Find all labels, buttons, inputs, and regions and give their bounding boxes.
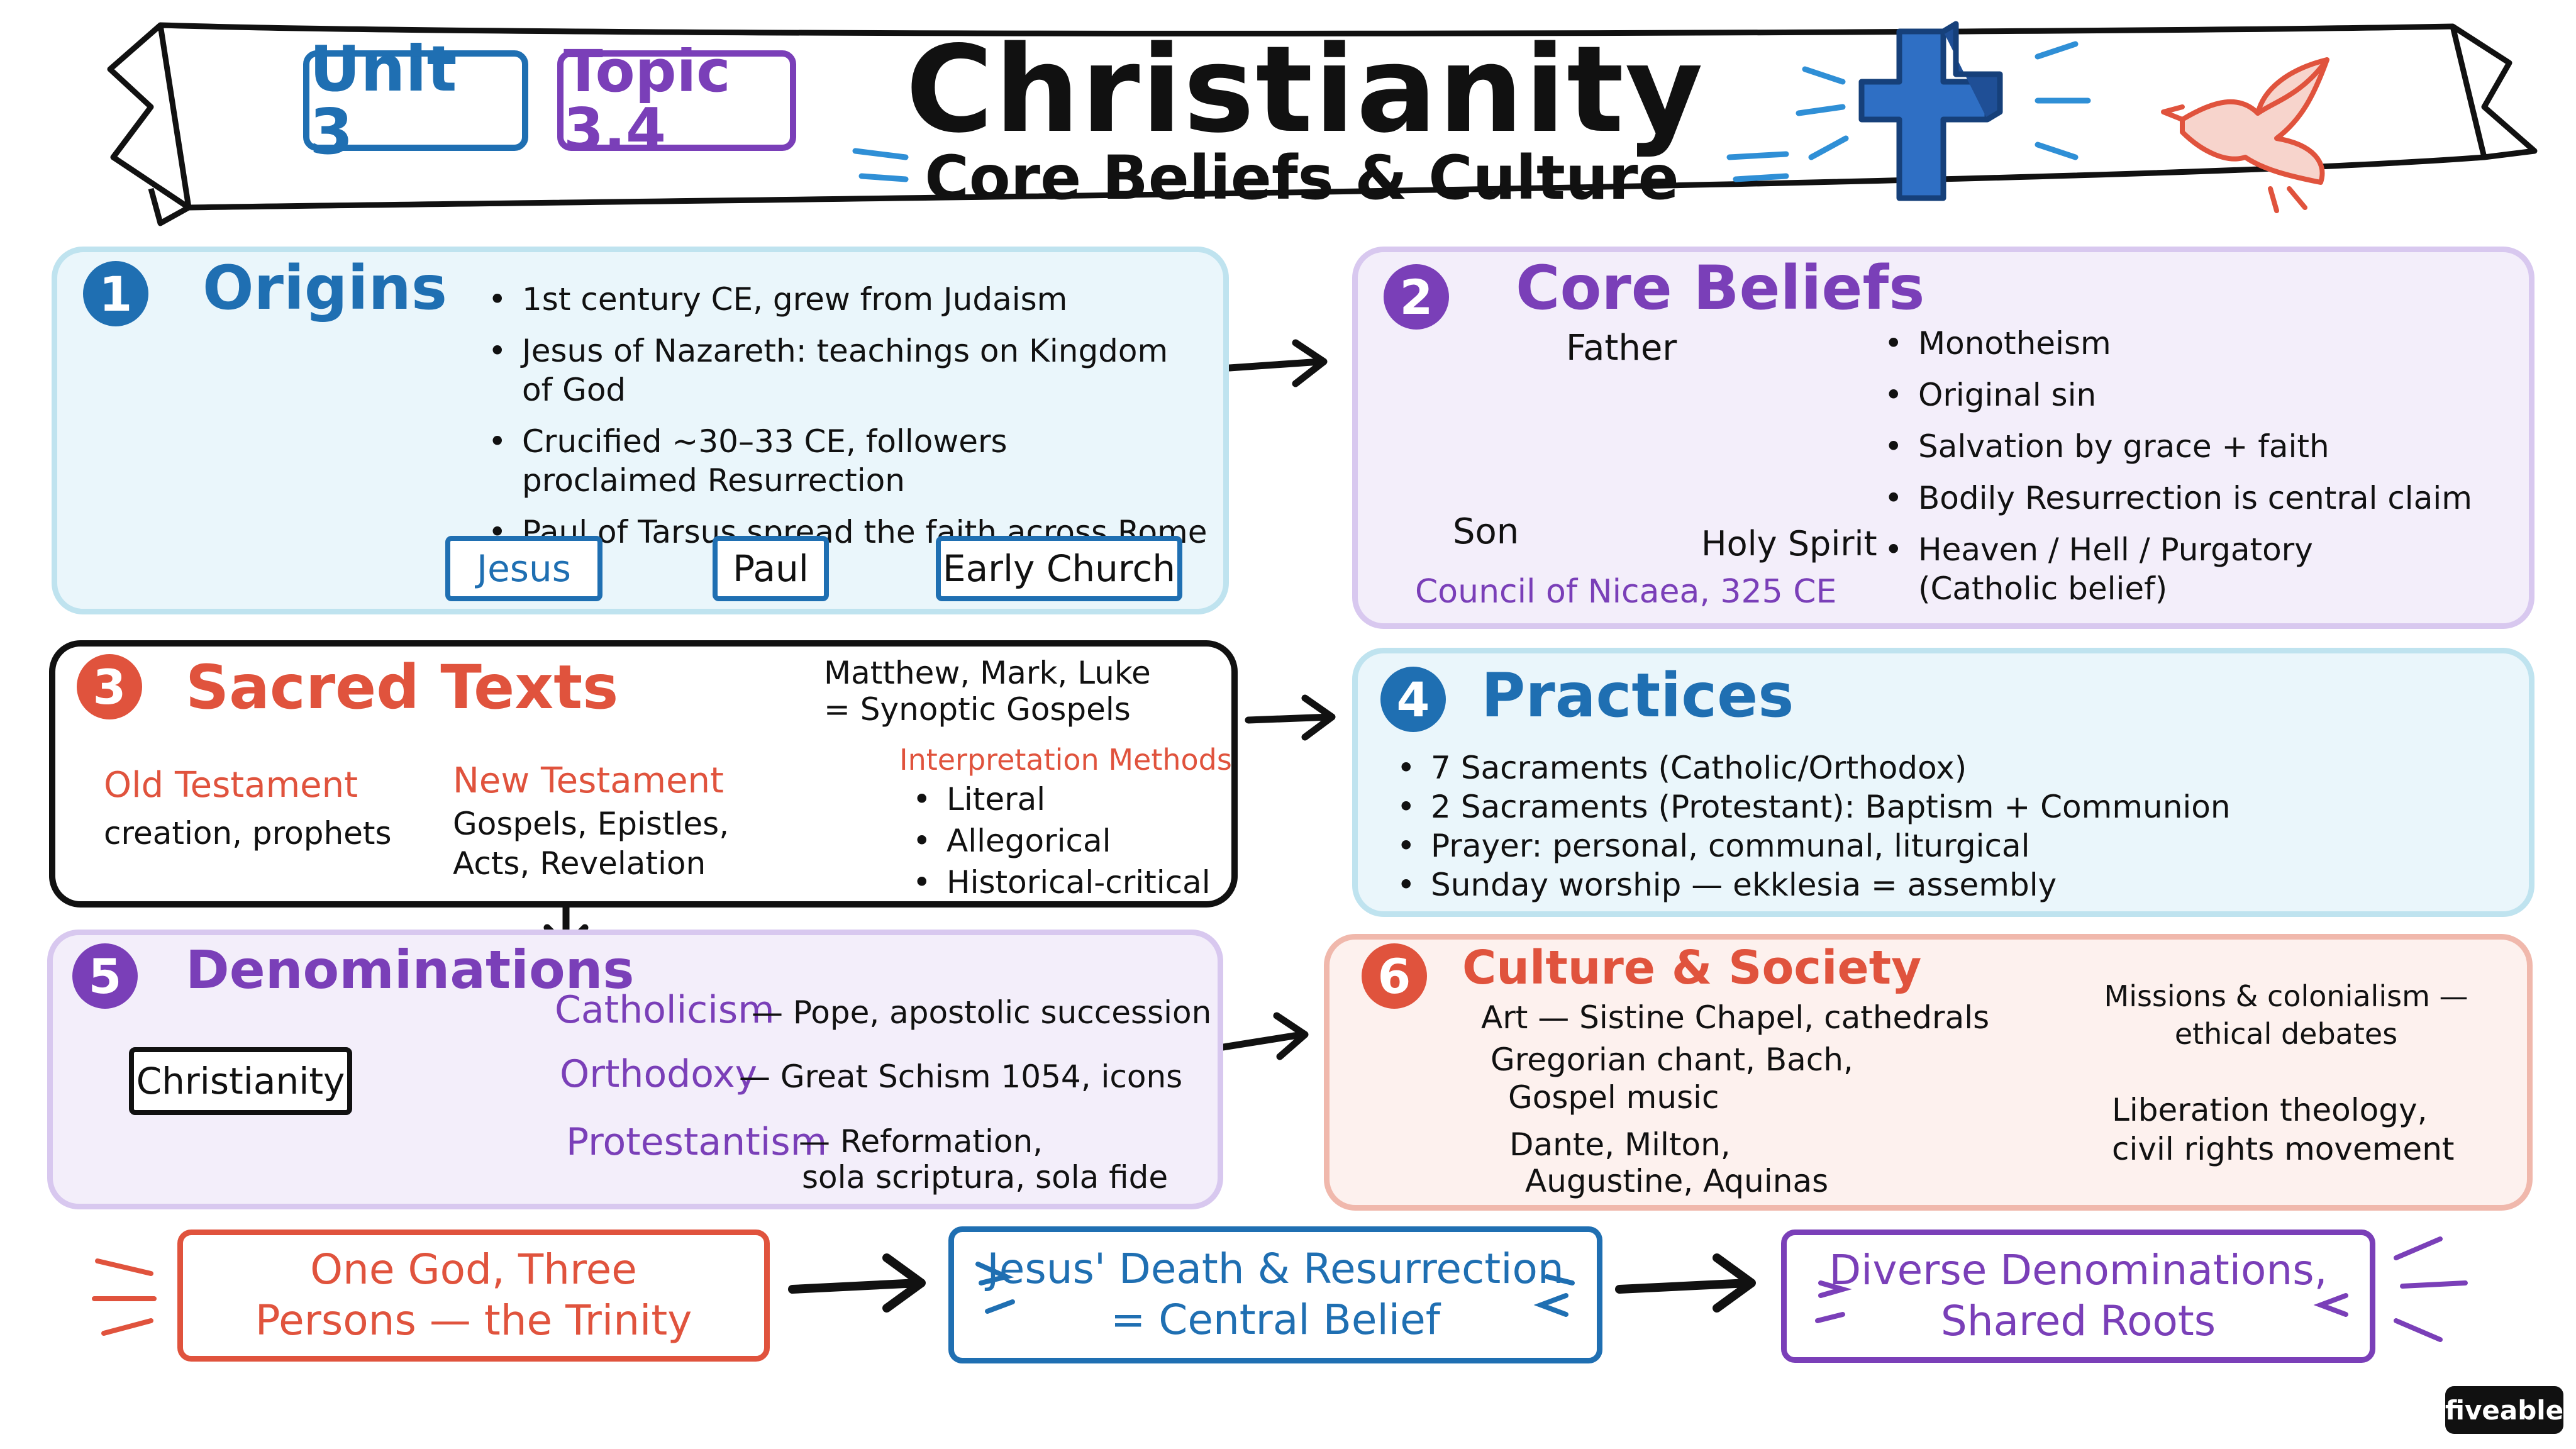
bottom-accent-lines bbox=[92, 1236, 2468, 1342]
dove-icon bbox=[2161, 57, 2329, 213]
interpretation-methods-list: Literal Allegorical Historical-critical bbox=[909, 780, 1236, 904]
synoptic-gospels-line-1: Matthew, Mark, Luke bbox=[824, 655, 1151, 691]
trinity-summary-box: One God, Three Persons — the Trinity bbox=[177, 1230, 770, 1362]
core-beliefs-number-badge: 2 bbox=[1384, 264, 1449, 330]
denominations-summary-line-1: Diverse Denominations, bbox=[1829, 1246, 2328, 1295]
unit-label: Unit 3 bbox=[309, 32, 457, 169]
council-of-nicaea-label: Council of Nicaea, 325 CE bbox=[1415, 573, 1837, 611]
culture-literature-2: Augustine, Aquinas bbox=[1525, 1163, 1829, 1199]
interpretation-method: Literal bbox=[909, 780, 1236, 819]
interpretation-method: Allegorical bbox=[909, 821, 1236, 860]
old-testament-label: Old Testament bbox=[104, 765, 358, 806]
denominations-summary-box: Diverse Denominations, Shared Roots bbox=[1781, 1230, 2375, 1363]
branch-catholicism-desc: — Pope, apostolic succession bbox=[752, 994, 1212, 1031]
resurrection-summary-box: Jesus' Death & Resurrection = Central Be… bbox=[948, 1226, 1602, 1363]
new-testament-label: New Testament bbox=[453, 760, 724, 801]
flow-early-church-label: Early Church bbox=[942, 547, 1176, 590]
cross-burst-lines bbox=[852, 41, 2091, 182]
denominations-summary-line-2: Shared Roots bbox=[1940, 1297, 2216, 1345]
core-belief-bullet: Salvation by grace + faith bbox=[1880, 427, 2509, 466]
new-testament-desc-2: Acts, Revelation bbox=[453, 845, 706, 882]
new-testament-desc-1: Gospels, Epistles, bbox=[453, 806, 730, 842]
culture-music-2: Gospel music bbox=[1508, 1079, 1719, 1116]
resurrection-summary-line-1: Jesus' Death & Resurrection bbox=[987, 1245, 1564, 1294]
culture-title: Culture & Society bbox=[1462, 941, 1922, 995]
practices-title: Practices bbox=[1481, 660, 1794, 731]
flow-paul-label: Paul bbox=[733, 547, 809, 590]
trinity-son-label: Son bbox=[1453, 511, 1519, 552]
practice-bullet: 7 Sacraments (Catholic/Orthodox) bbox=[1393, 748, 2512, 787]
resurrection-summary-line-2: = Central Belief bbox=[1111, 1296, 1440, 1344]
topic-tag: Topic 3.4 bbox=[557, 43, 796, 158]
core-beliefs-title: Core Beliefs bbox=[1516, 253, 1925, 323]
branch-orthodoxy-desc: — Great Schism 1054, icons bbox=[739, 1058, 1183, 1095]
branch-orthodoxy: Orthodoxy bbox=[560, 1052, 758, 1096]
trinity-father-label: Father bbox=[1566, 328, 1677, 369]
practice-bullet: Sunday worship — ekklesia = assembly bbox=[1393, 865, 2512, 904]
flow-jesus-label: Jesus bbox=[477, 547, 571, 590]
speech-bubble-text: Missions & colonialism — ethical debates bbox=[2104, 979, 2468, 1051]
practices-bullets: 7 Sacraments (Catholic/Orthodox) 2 Sacra… bbox=[1393, 748, 2512, 904]
flow-jesus-box: Jesus bbox=[445, 536, 602, 601]
culture-number-badge: 6 bbox=[1362, 943, 1427, 1009]
practice-bullet: Prayer: personal, communal, liturgical bbox=[1393, 826, 2512, 865]
practice-bullet: 2 Sacraments (Protestant): Baptism + Com… bbox=[1393, 787, 2512, 826]
culture-art: Art — Sistine Chapel, cathedrals bbox=[1481, 999, 1990, 1036]
core-beliefs-bullets: Monotheism Original sin Salvation by gra… bbox=[1880, 324, 2509, 621]
sacred-texts-title: Sacred Texts bbox=[186, 652, 619, 723]
culture-liberation-1: Liberation theology, bbox=[2112, 1092, 2428, 1128]
denominations-number-badge: 5 bbox=[72, 943, 138, 1009]
cross-icon bbox=[1858, 21, 2003, 201]
origins-bullets: 1st century CE, grew from Judaism Jesus … bbox=[484, 280, 1208, 564]
christianity-root-label: Christianity bbox=[136, 1060, 345, 1102]
origins-title: Origins bbox=[203, 253, 447, 323]
core-belief-bullet: Heaven / Hell / Purgatory (Catholic beli… bbox=[1880, 530, 2371, 608]
origins-bullet: Jesus of Nazareth: teachings on Kingdom … bbox=[484, 331, 1208, 409]
branch-protestantism-desc: — Reformation, bbox=[799, 1123, 1043, 1160]
culture-literature-1: Dante, Milton, bbox=[1509, 1126, 1731, 1163]
interpretation-method: Historical-critical bbox=[909, 863, 1236, 902]
page-title: Christianity bbox=[906, 20, 1704, 159]
topic-label: Topic 3.4 bbox=[564, 38, 731, 163]
denominations-title: Denominations bbox=[186, 939, 635, 1001]
flow-paul-box: Paul bbox=[713, 536, 829, 601]
branch-catholicism: Catholicism bbox=[555, 988, 775, 1032]
core-belief-bullet: Bodily Resurrection is central claim bbox=[1880, 479, 2509, 518]
interpretation-methods-title: Interpretation Methods bbox=[899, 743, 1232, 777]
culture-liberation-2: civil rights movement bbox=[2112, 1131, 2455, 1167]
trinity-summary-text: One God, Three Persons — the Trinity bbox=[255, 1245, 692, 1345]
culture-panel bbox=[1324, 934, 2533, 1211]
core-belief-bullet: Original sin bbox=[1880, 375, 2509, 414]
practices-number-badge: 4 bbox=[1380, 667, 1446, 732]
synoptic-gospels-line-2: = Synoptic Gospels bbox=[824, 691, 1131, 728]
culture-music-1: Gregorian chant, Bach, bbox=[1491, 1041, 1853, 1078]
core-belief-bullet: Monotheism bbox=[1880, 324, 2509, 363]
page-subtitle: Core Beliefs & Culture bbox=[924, 143, 1679, 213]
old-testament-desc: creation, prophets bbox=[104, 815, 392, 852]
unit-tag: Unit 3 bbox=[303, 38, 528, 164]
branch-protestantism-desc-2: sola scriptura, sola fide bbox=[802, 1159, 1169, 1196]
flow-early-church-box: Early Church bbox=[936, 536, 1182, 601]
fiveable-logo: fiveable bbox=[2445, 1386, 2563, 1434]
trinity-holy-spirit-label: Holy Spirit bbox=[1701, 524, 1877, 564]
origins-bullet: 1st century CE, grew from Judaism bbox=[484, 280, 1208, 319]
christianity-root-box: Christianity bbox=[129, 1047, 352, 1115]
sacred-texts-number-badge: 3 bbox=[77, 654, 142, 719]
branch-protestantism: Protestantism bbox=[566, 1120, 828, 1164]
origins-number-badge: 1 bbox=[83, 261, 148, 326]
origins-bullet: Crucified ~30–33 CE, followers proclaime… bbox=[484, 422, 1163, 500]
